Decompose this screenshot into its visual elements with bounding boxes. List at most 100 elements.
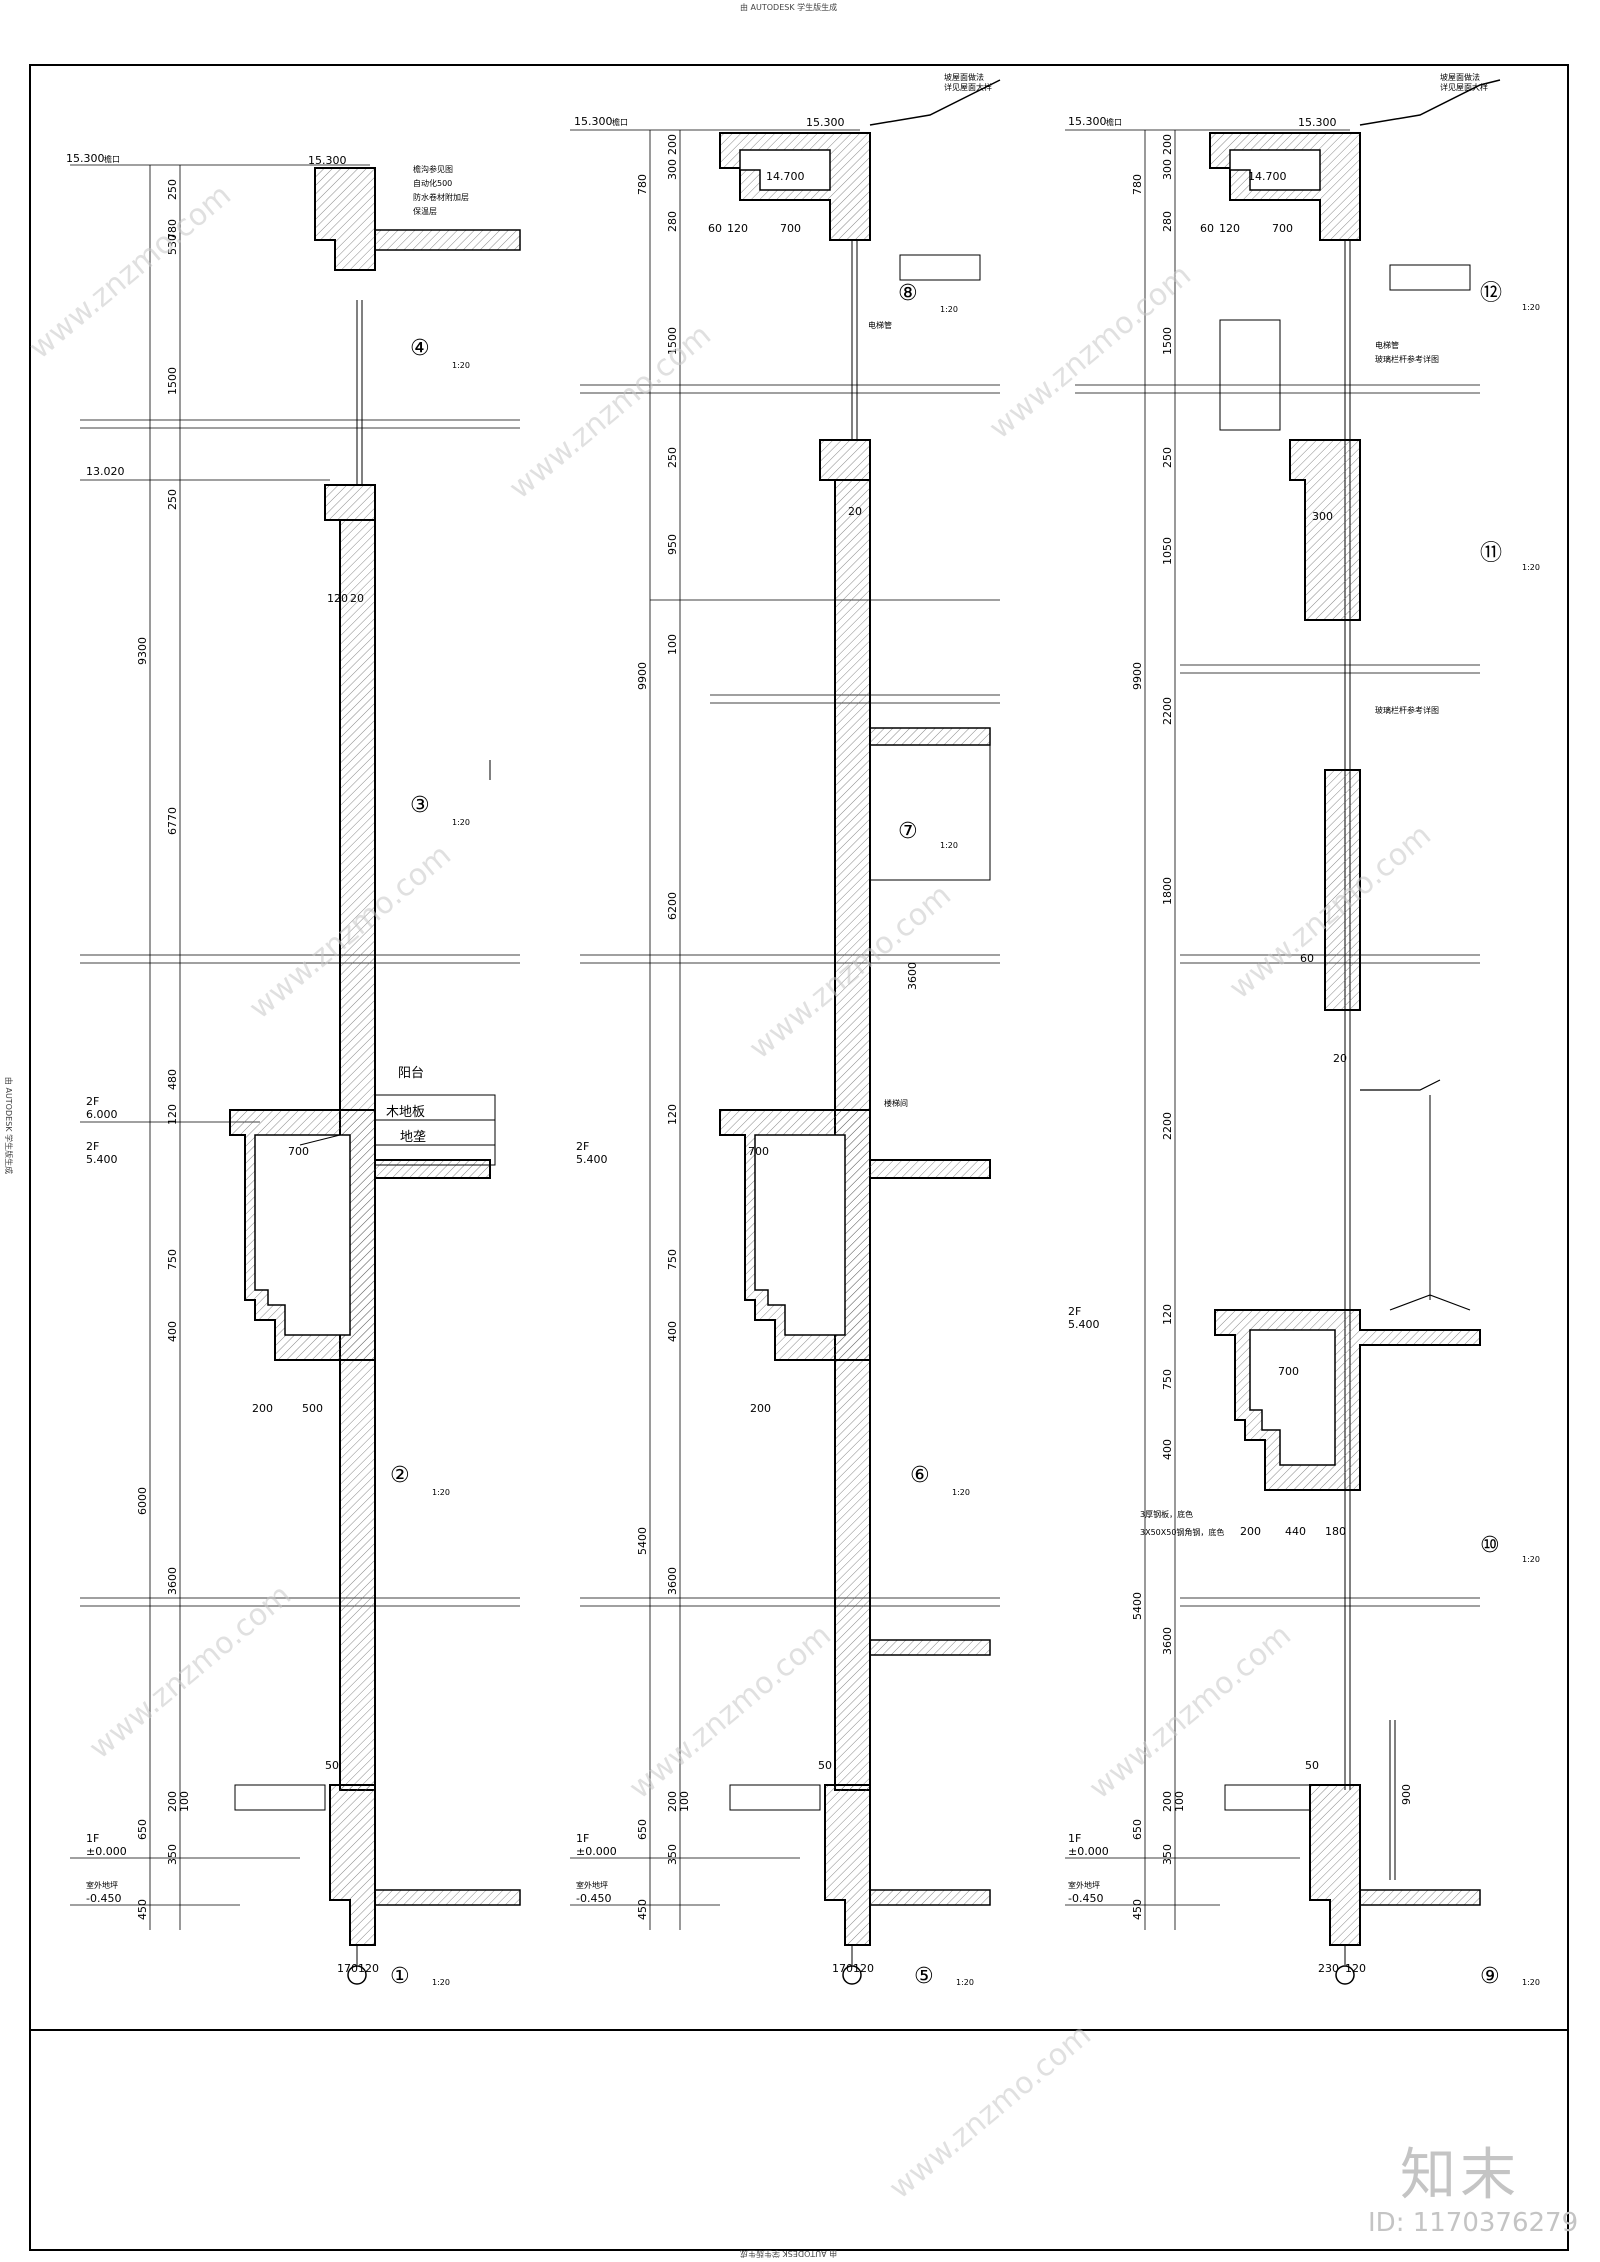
c1-level-1f: 1F: [86, 1832, 99, 1845]
c3-level-ground: 室外地坪: [1068, 1880, 1100, 1890]
c2-dim: 3600: [666, 1567, 679, 1595]
c2-dim: 280: [666, 211, 679, 232]
c1-dim: 350: [166, 1844, 179, 1865]
c2-dim: 6200: [666, 892, 679, 920]
c1-roof-note: 自动化500: [413, 178, 452, 188]
watermark-text: www.znzmo.com: [1083, 1618, 1298, 1807]
c2-gutter-mark: 14.700: [766, 170, 805, 183]
c1-room-balcony: 阳台: [398, 1066, 424, 1081]
c2-w120: 120: [727, 222, 748, 235]
c1-level-2f-a-val: 6.000: [86, 1108, 118, 1121]
c3-dim: 300: [1161, 159, 1174, 180]
c2-dim: 300: [666, 159, 679, 180]
c2-label-pipe: 电梯管: [868, 320, 892, 330]
c3-gutter-mark: 14.700: [1248, 170, 1287, 183]
c3-level-1f: 1F: [1068, 1832, 1081, 1845]
detail-8-scale: 1:20: [940, 305, 958, 314]
c1-dim: 480: [166, 1069, 179, 1090]
watermark-text: www.znzmo.com: [503, 318, 718, 507]
detail-8-callout: ⑧: [898, 281, 918, 306]
section-column-3: [1065, 79, 1501, 1985]
c2-level-2f-val: 5.400: [576, 1153, 608, 1166]
c1-dim: 200: [166, 1791, 179, 1812]
c2-dim: 250: [666, 447, 679, 468]
autodesk-note-top: 由 AUTODESK 学生版生成: [740, 3, 838, 12]
c2-dim: 200: [666, 1791, 679, 1812]
c1-room-floor: 木地板: [386, 1105, 425, 1120]
c3-dim: 280: [1161, 211, 1174, 232]
c2-w170: 170: [832, 1962, 853, 1975]
c2-note: 详见屋面大样: [944, 82, 992, 92]
c2-dim: 3600: [906, 962, 919, 990]
c3-w120b: 120: [1345, 1962, 1366, 1975]
c1-level-2f-b: 2F: [86, 1140, 99, 1153]
c3-level-2f-val: 5.400: [1068, 1318, 1100, 1331]
c1-dim: 530: [166, 234, 179, 255]
c2-dim: 5400: [636, 1527, 649, 1555]
autodesk-note-bottom: 由 AUTODESK 学生版生成: [740, 2249, 838, 2258]
c3-level-roof: 15.300: [1068, 115, 1107, 128]
c1-roof-note: 保温层: [413, 206, 437, 216]
c1-w500: 500: [302, 1402, 323, 1415]
c2-dim: 650: [636, 1819, 649, 1840]
c1-level-roof-tag: 檐口: [104, 154, 120, 164]
autodesk-note-left: 由 AUTODESK 学生版生成: [4, 1076, 14, 1175]
c3-w300: 300: [1312, 510, 1333, 523]
c3-note: 坡屋面做法: [1440, 72, 1480, 82]
c1-roof-note: 檐沟参见图: [413, 164, 453, 174]
c3-dim: 900: [1400, 1784, 1413, 1805]
c1-dim: 750: [166, 1249, 179, 1270]
c3-note: 3X50X50钢角钢，底色: [1140, 1527, 1224, 1537]
c3-roof-mark: 15.300: [1298, 116, 1337, 129]
c1-w700: 700: [288, 1145, 309, 1158]
detail-12-callout: ⑫: [1480, 281, 1502, 306]
c3-dim: 100: [1173, 1791, 1186, 1812]
c1-w120b: 120: [358, 1962, 379, 1975]
c2-w20: 20: [848, 505, 862, 518]
c1-roof-note: 防水卷材附加层: [413, 192, 469, 202]
c1-dim: 250: [166, 489, 179, 510]
c1-level-1f-val: ±0.000: [86, 1845, 127, 1858]
c3-dim: 1800: [1161, 877, 1174, 905]
c3-label-rail: 玻璃栏杆参考详图: [1375, 354, 1439, 364]
c2-dim: 1500: [666, 327, 679, 355]
section-column-1: [70, 164, 521, 1985]
c3-dim: 2200: [1161, 1112, 1174, 1140]
c2-dim: 350: [666, 1844, 679, 1865]
detail-11-scale: 1:20: [1522, 563, 1540, 572]
watermark-text: www.znzmo.com: [623, 1618, 838, 1807]
c3-note: 详见屋面大样: [1440, 82, 1488, 92]
c3-w120: 120: [1219, 222, 1240, 235]
detail-5-callout: ⑤: [914, 1964, 934, 1989]
c1-dim: 650: [136, 1819, 149, 1840]
c3-dim: 200: [1161, 1791, 1174, 1812]
c2-note: 坡屋面做法: [944, 72, 984, 82]
c3-w200: 200: [1240, 1525, 1261, 1538]
c3-dim: 5400: [1131, 1592, 1144, 1620]
c3-label-rail2: 玻璃栏杆参考详图: [1375, 705, 1439, 715]
c3-dim: 750: [1161, 1369, 1174, 1390]
c1-dim: 100: [178, 1791, 191, 1812]
detail-6-callout: ⑥: [910, 1463, 930, 1488]
c3-dim: 450: [1131, 1899, 1144, 1920]
c1-dim: 6770: [166, 807, 179, 835]
c2-dim: 950: [666, 534, 679, 555]
c1-level-ground-val: -0.450: [86, 1892, 121, 1905]
detail-10-scale: 1:20: [1522, 1555, 1540, 1564]
c3-w700b: 700: [1278, 1365, 1299, 1378]
c2-w700: 700: [780, 222, 801, 235]
c3-dim: 780: [1131, 174, 1144, 195]
c2-level-roof: 15.300: [574, 115, 613, 128]
c3-w60b: 60: [1300, 952, 1314, 965]
c1-roof-mark: 15.300: [308, 154, 347, 167]
c3-w60: 60: [1200, 222, 1214, 235]
c1-w50: 50: [325, 1759, 339, 1772]
detail-2-scale: 1:20: [432, 1488, 450, 1497]
sheet-border: [29, 64, 1569, 2251]
c2-w50: 50: [818, 1759, 832, 1772]
c1-level-13020: 13.020: [86, 465, 125, 478]
detail-6-scale: 1:20: [952, 1488, 970, 1497]
c2-dim: 9900: [636, 662, 649, 690]
c3-level-2f: 2F: [1068, 1305, 1081, 1318]
